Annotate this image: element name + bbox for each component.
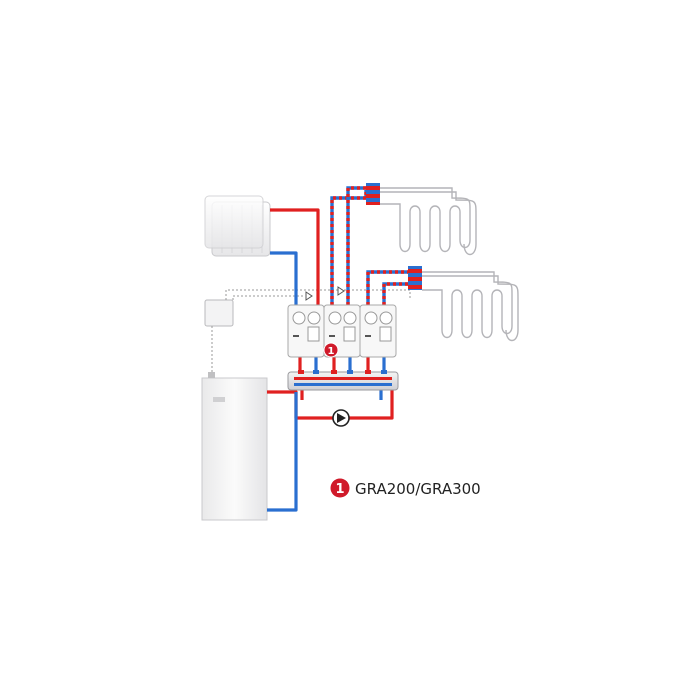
pump-icon (332, 409, 350, 427)
module-number-badge: 1 (323, 342, 339, 358)
room-thermostat-icon (204, 299, 234, 327)
manifold-top (366, 183, 380, 205)
legend-label: GRA200/GRA300 (355, 480, 481, 498)
hydraulic-header (287, 370, 399, 391)
pump-module (359, 304, 397, 358)
legend-badge-number: 1 (335, 482, 344, 497)
legend-badge-icon (330, 478, 350, 498)
underfloor-loop-icon (380, 187, 519, 342)
boiler-icon (201, 372, 268, 521)
pipework (267, 208, 394, 512)
valve-icon (305, 286, 345, 301)
module-number-badge-text: 1 (328, 346, 335, 357)
underfloor-feed-pipes (330, 186, 408, 305)
pump-module-group (287, 304, 397, 358)
radiator-icon (204, 195, 271, 257)
legend: 1 GRA200/GRA300 (330, 478, 481, 498)
manifold-bottom (408, 266, 422, 290)
pump-module (287, 304, 325, 358)
